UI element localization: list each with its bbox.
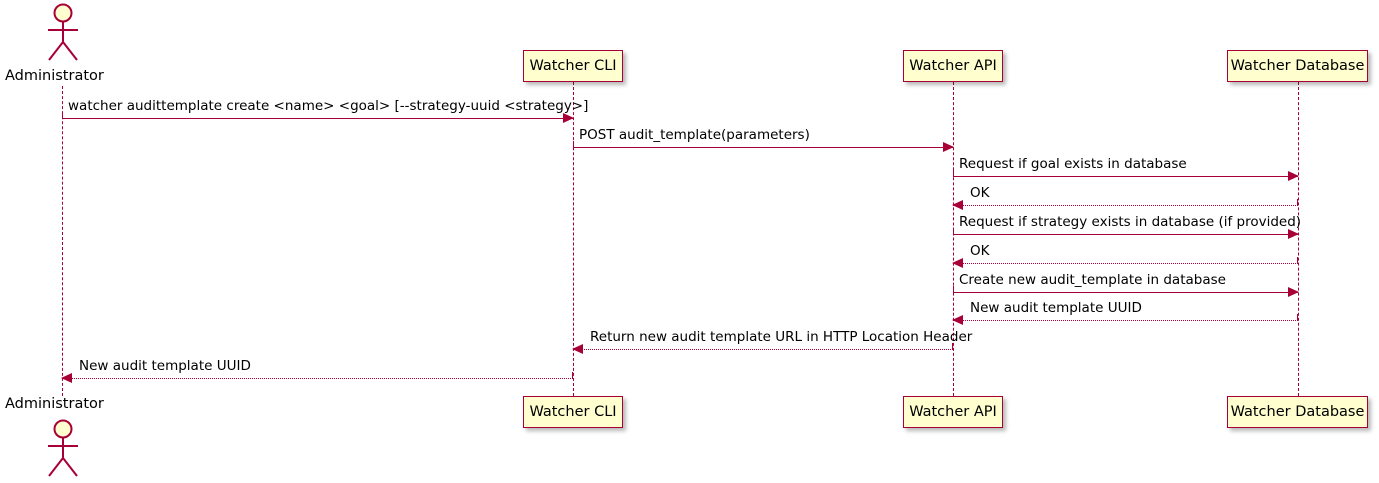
- participant-label: Watcher CLI: [529, 58, 617, 74]
- actor-stick-figure-icon: [48, 419, 78, 477]
- message-line: [62, 118, 573, 119]
- arrowhead-left-icon: [952, 258, 963, 268]
- message-origin-tick: [1297, 257, 1298, 263]
- actor-administrator-bottom: [40, 418, 86, 480]
- message-origin-tick: [572, 372, 573, 378]
- message-label: Return new audit template URL in HTTP Lo…: [590, 329, 973, 345]
- message-label: New audit template UUID: [79, 358, 251, 374]
- message-origin-tick: [573, 141, 574, 147]
- lifeline-watcher-database: [1298, 82, 1299, 396]
- message-origin-tick: [952, 343, 953, 349]
- arrowhead-left-icon: [572, 344, 583, 354]
- message-line: [953, 292, 1298, 293]
- message-label: OK: [970, 185, 990, 201]
- message-origin-tick: [62, 112, 63, 118]
- message-label: OK: [970, 243, 990, 259]
- arrowhead-right-icon: [1288, 287, 1299, 297]
- message-line: [62, 378, 573, 379]
- message-origin-tick: [1297, 314, 1298, 320]
- participant-label: Watcher Database: [1230, 404, 1365, 420]
- actor-label-administrator-top: Administrator: [5, 68, 104, 84]
- message-line: [953, 263, 1298, 264]
- message-line: [953, 234, 1298, 235]
- participant-watcher-database-bottom[interactable]: Watcher Database: [1227, 396, 1368, 428]
- message-line: [953, 320, 1298, 321]
- arrowhead-left-icon: [61, 373, 72, 383]
- arrowhead-right-icon: [563, 113, 574, 123]
- message-origin-tick: [1297, 199, 1298, 205]
- message-line: [953, 176, 1298, 177]
- lifeline-administrator: [62, 86, 63, 396]
- participant-watcher-api-bottom[interactable]: Watcher API: [903, 396, 1003, 428]
- message-origin-tick: [953, 286, 954, 292]
- actor-stick-figure-icon: [48, 3, 78, 61]
- participant-watcher-cli-bottom[interactable]: Watcher CLI: [523, 396, 623, 428]
- message-label: Request if goal exists in database: [959, 156, 1187, 172]
- lifeline-watcher-api: [953, 82, 954, 396]
- message-line: [573, 349, 953, 350]
- participant-label: Watcher CLI: [529, 404, 617, 420]
- arrowhead-right-icon: [1288, 171, 1299, 181]
- lifeline-watcher-cli: [573, 82, 574, 396]
- message-line: [573, 147, 953, 148]
- actor-administrator-top: [40, 2, 86, 64]
- participant-watcher-api-top[interactable]: Watcher API: [903, 50, 1003, 82]
- arrowhead-left-icon: [952, 315, 963, 325]
- message-line: [953, 205, 1298, 206]
- participant-label: Watcher API: [909, 58, 997, 74]
- participant-watcher-cli-top[interactable]: Watcher CLI: [523, 50, 623, 82]
- participant-label: Watcher Database: [1230, 58, 1365, 74]
- message-origin-tick: [953, 170, 954, 176]
- message-label: watcher audittemplate create <name> <goa…: [68, 98, 589, 114]
- message-label: POST audit_template(parameters): [579, 127, 810, 143]
- participant-watcher-database-top[interactable]: Watcher Database: [1227, 50, 1368, 82]
- arrowhead-right-icon: [943, 142, 954, 152]
- message-label: Create new audit_template in database: [959, 272, 1226, 288]
- arrowhead-left-icon: [952, 200, 963, 210]
- message-label: Request if strategy exists in database (…: [959, 214, 1302, 230]
- arrowhead-right-icon: [1288, 229, 1299, 239]
- message-origin-tick: [953, 228, 954, 234]
- message-label: New audit template UUID: [970, 300, 1142, 316]
- participant-label: Watcher API: [909, 404, 997, 420]
- actor-label-administrator-bottom: Administrator: [5, 396, 104, 412]
